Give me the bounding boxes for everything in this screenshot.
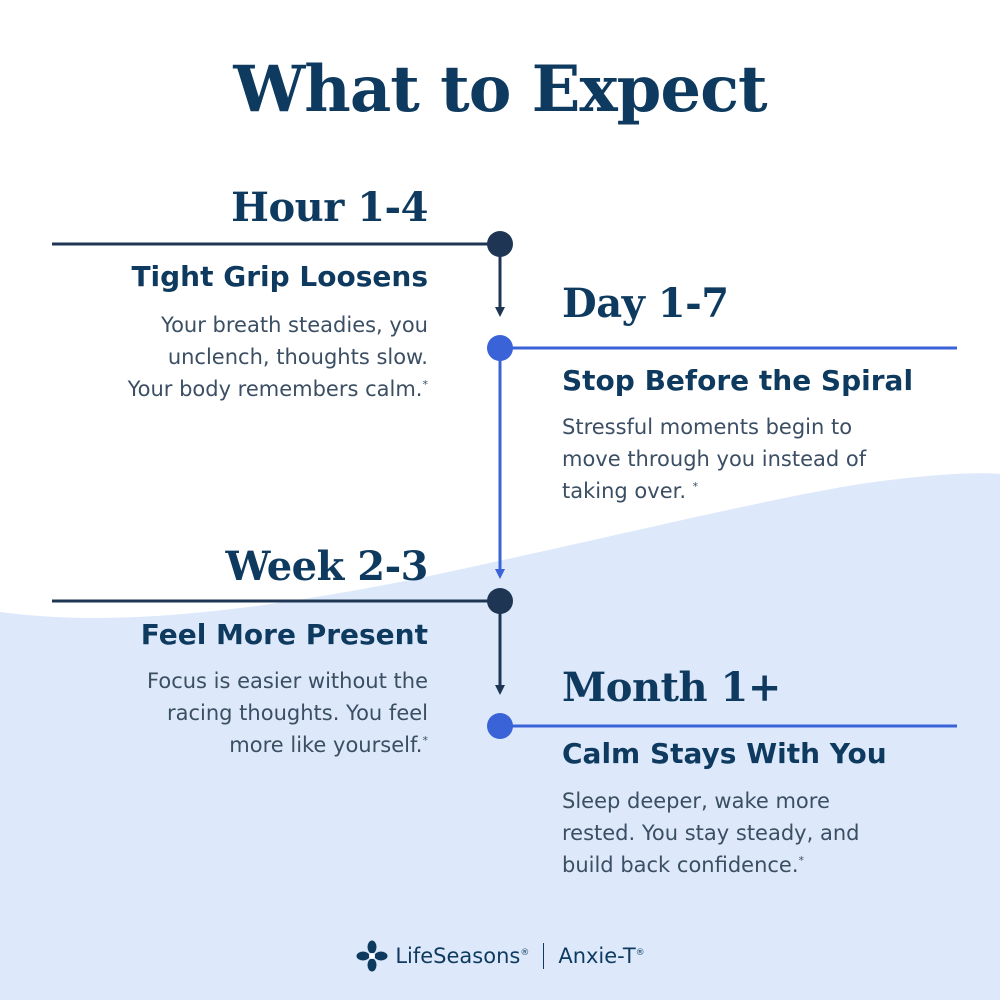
brand-name: LifeSeasons®	[395, 944, 529, 968]
milestone-4-node	[487, 713, 513, 739]
footnote-marker: *	[692, 480, 699, 493]
product-name: Anxie-T®	[558, 944, 644, 968]
milestone-1-node	[487, 231, 513, 257]
description-line-last: build back confidence.*	[562, 849, 922, 881]
description-line: build back confidence.	[562, 853, 799, 877]
description-line: Stressful moments begin to	[562, 415, 853, 439]
description-line: rested. You stay steady, and	[562, 821, 860, 845]
registered-mark: ®	[635, 948, 645, 958]
description-line: move through you instead of	[562, 447, 867, 471]
description-line: Focus is easier without the	[147, 669, 428, 693]
description-line: Sleep deeper, wake more	[562, 789, 830, 813]
brand-text: LifeSeasons	[395, 944, 521, 968]
product-text: Anxie-T	[558, 944, 636, 968]
page-title: What to Expect	[233, 52, 767, 127]
milestone-2-period: Day 1-7	[562, 280, 729, 327]
milestone-1-period: Hour 1-4	[231, 184, 428, 231]
milestone-2-heading: Stop Before the Spiral	[562, 364, 914, 397]
milestone-3-description: Focus is easier without the racing thoug…	[68, 665, 428, 761]
description-line: more like yourself.	[229, 733, 423, 757]
milestone-3-node	[487, 588, 513, 614]
description-line: unclench, thoughts slow.	[167, 345, 428, 369]
description-line-last: Your body remembers calm.*	[68, 373, 428, 405]
milestone-2-description: Stressful moments begin to move through …	[562, 411, 922, 507]
milestone-2-node	[487, 335, 513, 361]
footnote-marker: *	[422, 378, 429, 391]
footnote-marker: *	[422, 734, 429, 747]
milestone-1-heading: Tight Grip Loosens	[131, 260, 428, 293]
milestone-3-period: Week 2-3	[225, 543, 429, 590]
description-line: taking over.	[562, 479, 693, 503]
milestone-3-heading: Feel More Present	[140, 618, 428, 651]
milestone-1-description: Your breath steadies, you unclench, thou…	[68, 309, 428, 405]
description-line: Your body remembers calm.	[127, 377, 423, 401]
clover-icon	[356, 940, 388, 972]
registered-mark: ®	[520, 948, 530, 958]
footer: LifeSeasons® Anxie-T®	[0, 936, 1000, 976]
description-line: racing thoughts. You feel	[166, 701, 428, 725]
footer-divider	[543, 943, 545, 969]
milestone-4-heading: Calm Stays With You	[562, 737, 887, 770]
description-line: Your breath steadies, you	[161, 313, 428, 337]
footnote-marker: *	[798, 854, 805, 867]
description-line-last: taking over. *	[562, 475, 922, 507]
milestone-4-description: Sleep deeper, wake more rested. You stay…	[562, 785, 922, 881]
milestone-4-period: Month 1+	[562, 664, 781, 711]
description-line-last: more like yourself.*	[68, 729, 428, 761]
